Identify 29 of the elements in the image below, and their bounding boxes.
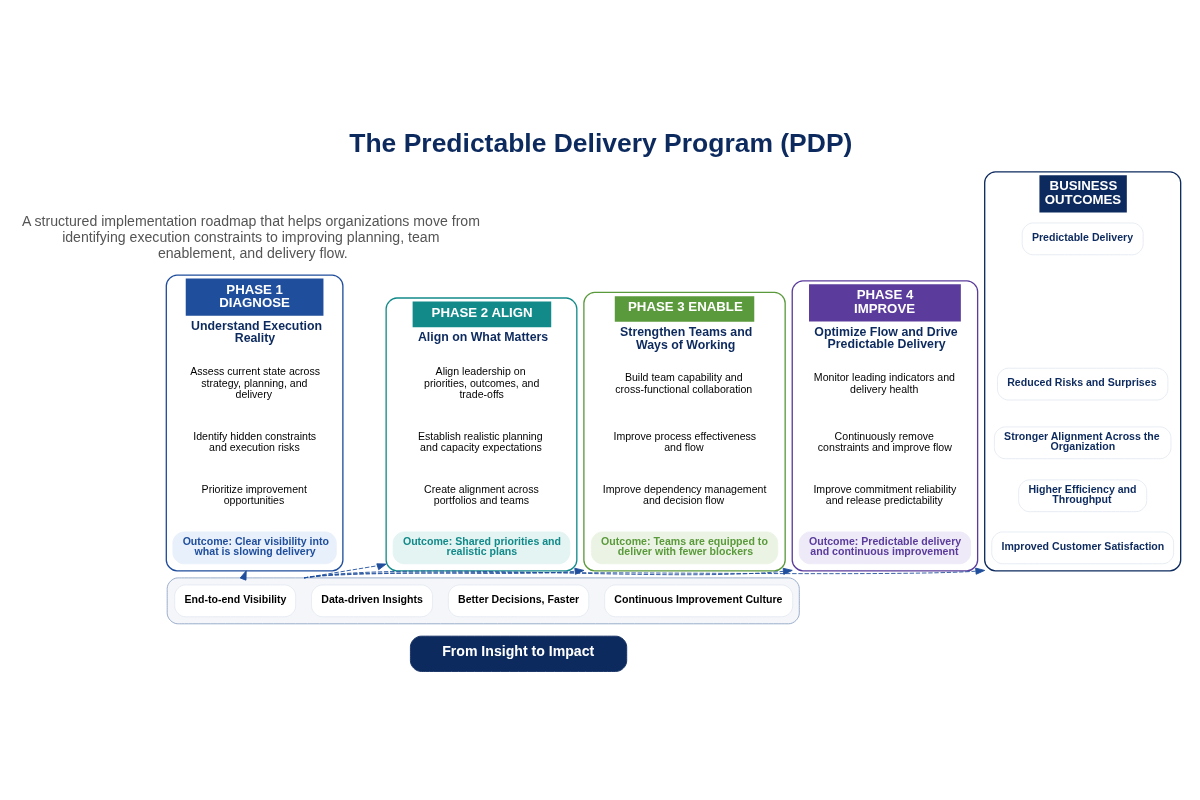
node-text: Prioritize improvement opportunities [201,482,307,507]
node-box: Continuous Improvement Culture [604,584,794,618]
node-box: Data-driven Insights [311,584,433,618]
node-box: Outcome: Shared priorities and realistic plans [392,531,571,565]
node-box: Improved Customer Satisfaction [991,531,1175,565]
node-text: Monitor leading indicators and delivery health [813,371,955,395]
node-text: Improve dependency management and decision flow [602,482,767,507]
node-box: Better Decisions, Faster [447,584,590,618]
node-box: From Insight to Impact [409,635,628,672]
node-text: Establish realistic planning and capacity expectations [417,429,543,454]
label: A structured implementation roadmap that helps organizations move from identifying execution constraints to improving planning, team enablement, and delivery flow. [21,213,480,262]
node-text: Improve commitment reliability and release predictability [813,482,957,507]
node-text: Assess current state across strategy, planning, and delivery [190,365,321,401]
node-text: Build team capability and cross-functional collaboration [615,371,753,395]
diagram-title: The Predictable Delivery Program (PDP) [349,128,853,159]
node-text: Identify hidden constraints and execution risks [193,429,317,454]
node-box: Outcome: Clear visibility into what is slowing delivery [172,531,337,565]
cluster [166,577,800,625]
arrow [303,567,986,579]
node-box: Stronger Alignment Across the Organization [993,426,1172,460]
node-box: End-to-end Visibility [174,584,297,618]
node-text: Align leadership on priorities, outcomes, and trade-offs [424,365,540,401]
node-box: Reduced Risks and Surprises [997,367,1169,401]
node-text: Improve process effectiveness and flow [613,429,757,454]
node-text: Create alignment across portfolios and teams [424,482,539,507]
node-box: Higher Efficiency and Throughput [1018,479,1148,513]
node-box: Outcome: Teams are equipped to deliver with fewer blockers [590,531,779,565]
node-text: Continuously remove constraints and improve flow [817,429,952,454]
node-box: Predictable Delivery [1021,222,1144,256]
